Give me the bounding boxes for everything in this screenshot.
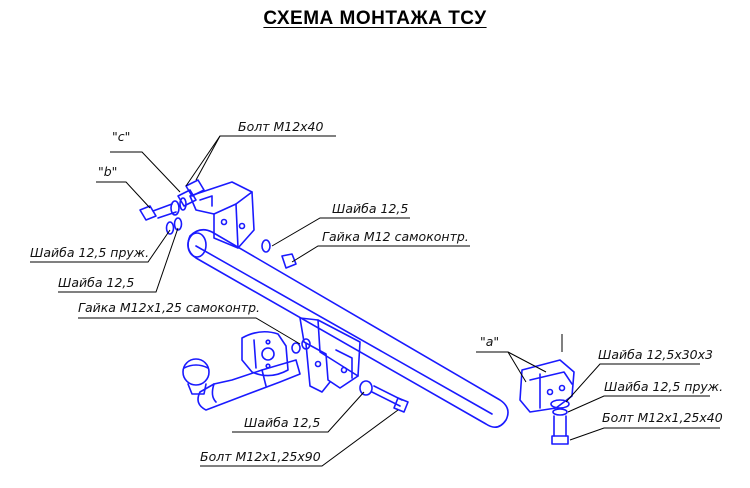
socket-plate <box>241 330 289 377</box>
label-washer-left: Шайба 12,5 <box>58 275 135 290</box>
label-bolt-m12x40: Болт М12х40 <box>238 119 324 134</box>
hitch-arm <box>197 359 301 411</box>
fasteners-left <box>139 179 205 235</box>
leader-lines <box>30 135 720 467</box>
left-bracket <box>189 181 255 249</box>
crossbeam <box>187 228 509 428</box>
label-b: "b" <box>98 164 118 179</box>
towbar-parts <box>139 179 575 445</box>
page-title: СХЕМА МОНТАЖА ТСУ <box>0 8 750 30</box>
label-nut-m12x1-25: Гайка М12х1,25 самоконтр. <box>78 300 260 315</box>
center-brackets <box>299 317 361 393</box>
label-bolt-m12x1-25x40: Болт М12х1,25х40 <box>602 410 723 425</box>
label-spring-washer-left: Шайба 12,5 пруж. <box>30 245 150 260</box>
tow-ball <box>182 358 210 395</box>
label-bolt-m12x1-25x90: Болт М12х1,25х90 <box>200 449 321 464</box>
label-spring-washer-right: Шайба 12,5 пруж. <box>604 379 724 394</box>
label-nut-m12: Гайка М12 самоконтр. <box>322 229 469 244</box>
fasteners-left-bracket <box>261 239 297 269</box>
right-bracket <box>519 359 575 413</box>
label-washer-12-5x30x3: Шайба 12,5х30х3 <box>598 347 713 362</box>
label-a: "a" <box>480 334 500 349</box>
title-text: СХЕМА МОНТАЖА ТСУ <box>263 8 487 29</box>
label-c: "c" <box>112 129 131 144</box>
bottom-bolt <box>359 380 409 413</box>
fasteners-center <box>291 338 311 354</box>
label-washer-12-5-top: Шайба 12,5 <box>332 201 409 216</box>
label-washer-bottom: Шайба 12,5 <box>244 415 321 430</box>
fasteners-right <box>550 399 570 445</box>
